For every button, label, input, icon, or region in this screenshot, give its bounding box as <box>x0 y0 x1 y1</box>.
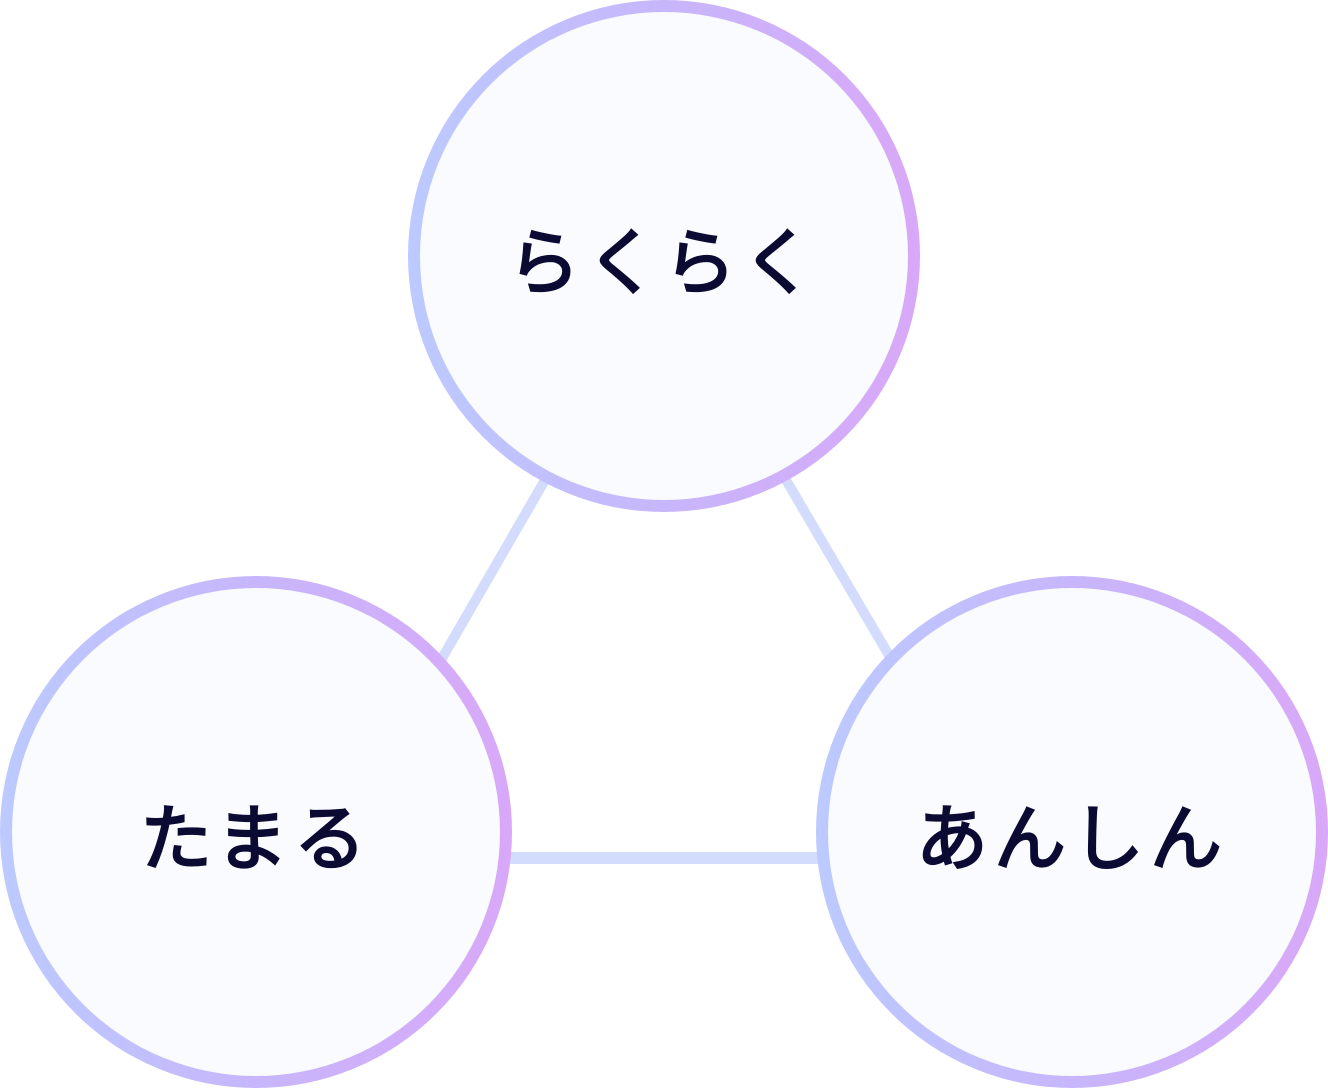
node-tamaru-fill: たまる <box>12 588 500 1076</box>
node-tamaru: たまる <box>0 576 512 1088</box>
node-anshin-label: あんしん <box>915 796 1228 881</box>
node-anshin-fill: あんしん <box>828 588 1316 1076</box>
node-tamaru-label: たまる <box>140 796 372 881</box>
node-rakuraku-fill: らくらく <box>420 12 908 500</box>
node-anshin: あんしん <box>816 576 1328 1088</box>
node-rakuraku: らくらく <box>408 0 920 512</box>
connector-top-left <box>436 477 550 663</box>
node-rakuraku-label: らくらく <box>507 220 820 305</box>
connector-top-right <box>781 477 895 660</box>
